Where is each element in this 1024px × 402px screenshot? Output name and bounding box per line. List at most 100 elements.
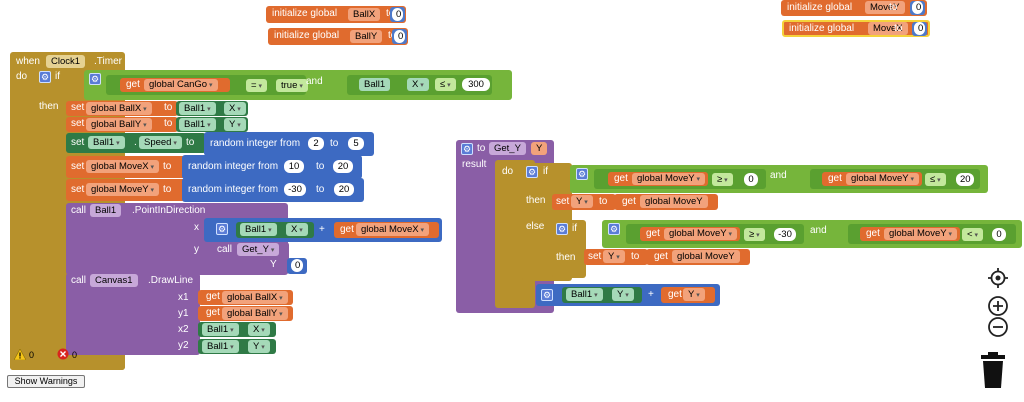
- call-get-y[interactable]: call Get_Y Y: [212, 242, 289, 274]
- get-block[interactable]: get global CanGo: [120, 78, 230, 92]
- set-ball-speed[interactable]: set Ball1 . Speed to: [66, 133, 206, 153]
- ball1-x-getter[interactable]: Ball1 X: [198, 322, 276, 337]
- component-dropdown[interactable]: Ball1: [88, 136, 125, 149]
- init-global-movey[interactable]: initialize global MoveY to 0: [781, 0, 927, 16]
- prop-dropdown[interactable]: X: [407, 78, 429, 91]
- zoom-out-button[interactable]: [987, 316, 1009, 338]
- set-global-bally[interactable]: set global BallY to: [66, 117, 178, 132]
- gear-icon[interactable]: ⚙: [89, 73, 101, 85]
- ball1-y-getter[interactable]: Ball1 Y: [562, 287, 642, 303]
- prop-dropdown[interactable]: Y: [612, 288, 634, 301]
- and-condition[interactable]: ⚙ get global MoveY ≥ 0 and get global Mo…: [570, 165, 988, 193]
- number-field[interactable]: 300: [462, 78, 490, 91]
- number-block[interactable]: 0: [910, 1, 925, 15]
- gear-icon[interactable]: ⚙: [541, 289, 553, 301]
- ball1-y-getter[interactable]: Ball1 Y: [176, 117, 248, 132]
- get-block[interactable]: get global MoveY: [646, 249, 750, 265]
- set-global-ballx[interactable]: set global BallX to: [66, 101, 178, 116]
- var-dropdown[interactable]: global BallY: [86, 118, 152, 131]
- prop-dropdown[interactable]: Y: [224, 118, 246, 131]
- get-y-block[interactable]: get Y: [661, 287, 715, 303]
- random-integer-speed[interactable]: random integer from 2 to 5: [204, 132, 374, 156]
- inner-if-block[interactable]: ⚙ if then: [552, 220, 586, 278]
- var-dropdown[interactable]: global MoveY: [672, 250, 740, 263]
- component-dropdown[interactable]: Ball1: [566, 288, 603, 301]
- number-field[interactable]: 10: [284, 160, 304, 173]
- component-dropdown[interactable]: Ball1: [240, 223, 277, 236]
- component-dropdown[interactable]: Canvas1: [90, 274, 138, 287]
- procedure-dropdown[interactable]: Get_Y: [237, 243, 280, 256]
- zoom-in-button[interactable]: [987, 295, 1009, 317]
- and-dropdown[interactable]: and: [810, 225, 827, 236]
- compare-block-2[interactable]: Ball1 X ≤ 300: [347, 75, 492, 95]
- get-block[interactable]: get global MoveY: [640, 227, 740, 241]
- var-dropdown[interactable]: global MoveX: [86, 160, 160, 173]
- ball1-x-getter[interactable]: Ball1 X: [176, 101, 248, 116]
- component-dropdown[interactable]: Ball1: [202, 340, 239, 353]
- procedure-name-field[interactable]: Get_Y: [489, 142, 526, 155]
- compare-block[interactable]: get global MoveY ≥ 0: [594, 169, 766, 189]
- operator-dropdown[interactable]: <: [962, 228, 984, 241]
- and-condition-2[interactable]: ⚙ get global MoveY ≥ -30 and get global …: [602, 220, 1022, 248]
- compare-block[interactable]: get global MoveY ≥ -30: [626, 224, 804, 244]
- component-dropdown[interactable]: Clock1: [46, 55, 86, 68]
- random-integer-movey[interactable]: random integer from -30 to 20: [182, 178, 364, 202]
- init-global-movex[interactable]: initialize global MoveX to 0: [782, 20, 930, 37]
- and-dropdown[interactable]: and: [306, 76, 323, 87]
- ball1-x-getter[interactable]: Ball1 X: [236, 222, 314, 238]
- component-dropdown[interactable]: Ball1: [179, 102, 216, 115]
- prop-dropdown[interactable]: X: [286, 223, 308, 236]
- number-block[interactable]: 0: [287, 258, 307, 274]
- var-name-field[interactable]: BallX: [348, 8, 381, 21]
- show-warnings-button[interactable]: Show Warnings: [7, 375, 85, 388]
- error-indicator[interactable]: 0: [57, 348, 85, 362]
- get-block[interactable]: get global MoveY: [614, 194, 718, 210]
- and-dropdown[interactable]: and: [770, 170, 787, 181]
- ball1-y-getter[interactable]: Ball1 Y: [198, 339, 276, 354]
- true-dropdown[interactable]: true: [276, 79, 308, 92]
- number-field[interactable]: 20: [334, 183, 354, 196]
- gear-icon[interactable]: ⚙: [461, 143, 473, 155]
- var-dropdown[interactable]: Y: [683, 288, 705, 301]
- var-dropdown[interactable]: global MoveY: [884, 228, 958, 240]
- number-field[interactable]: 0: [992, 228, 1006, 241]
- var-dropdown[interactable]: Y: [603, 250, 625, 263]
- set-global-movey[interactable]: set global MoveY to: [66, 179, 186, 201]
- compare-block[interactable]: get global CanGo = true: [106, 75, 308, 95]
- prop-dropdown[interactable]: Speed: [139, 136, 182, 149]
- component-dropdown[interactable]: Ball1: [179, 118, 216, 131]
- set-global-movex[interactable]: set global MoveX to: [66, 156, 186, 178]
- number-field[interactable]: 0: [914, 22, 925, 35]
- center-button[interactable]: [987, 267, 1009, 289]
- number-field[interactable]: 20: [333, 160, 353, 173]
- get-block[interactable]: get global MoveY: [860, 227, 960, 241]
- gear-icon[interactable]: ⚙: [39, 71, 51, 83]
- operator-dropdown[interactable]: ≥: [744, 228, 765, 241]
- operator-dropdown[interactable]: ≤: [435, 78, 456, 91]
- call-draw-line[interactable]: call Canvas1 .DrawLine x1 y1 x2 y2: [66, 273, 200, 355]
- init-global-bally[interactable]: initialize global BallY to 0: [268, 28, 408, 45]
- and-condition[interactable]: ⚙ get global CanGo = true and Ball1 X ≤ …: [84, 70, 512, 100]
- prop-dropdown[interactable]: X: [248, 323, 270, 336]
- get-global-ballx[interactable]: get global BallX: [198, 290, 293, 305]
- param-field[interactable]: Y: [531, 142, 548, 155]
- plus-block[interactable]: ⚙ Ball1 X + get global MoveX: [204, 218, 442, 242]
- number-field[interactable]: -30: [774, 228, 796, 241]
- operator-dropdown[interactable]: =: [246, 79, 268, 92]
- init-global-ballx[interactable]: initialize global BallX to 0: [266, 6, 406, 23]
- var-dropdown[interactable]: global MoveX: [356, 223, 430, 236]
- gear-icon[interactable]: ⚙: [526, 166, 538, 178]
- gear-icon[interactable]: ⚙: [556, 223, 568, 235]
- gear-icon[interactable]: ⚙: [216, 223, 228, 235]
- var-dropdown[interactable]: global MoveY: [664, 228, 738, 240]
- random-integer-movex[interactable]: random integer from 10 to 20: [182, 155, 362, 179]
- number-block[interactable]: 0: [912, 22, 927, 36]
- var-dropdown[interactable]: global MoveY: [632, 173, 706, 185]
- var-dropdown[interactable]: global MoveY: [640, 195, 708, 208]
- number-field[interactable]: 0: [912, 1, 923, 14]
- set-y-inner[interactable]: set Y to: [584, 249, 648, 265]
- number-block[interactable]: 0: [392, 29, 407, 44]
- number-field[interactable]: -30: [284, 183, 306, 196]
- get-block[interactable]: get global MoveX: [334, 222, 439, 238]
- number-field[interactable]: 0: [744, 173, 758, 186]
